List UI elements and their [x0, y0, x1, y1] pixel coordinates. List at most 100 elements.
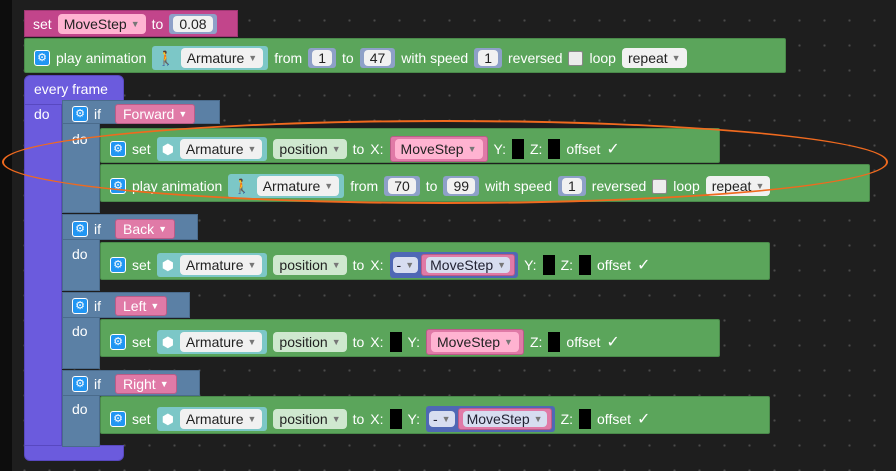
x-label: X: [370, 411, 384, 427]
gear-icon[interactable]: ⚙ [110, 141, 126, 157]
y-variable[interactable]: MoveStep▼ [426, 329, 524, 355]
speed-number[interactable]: 1 [558, 176, 586, 196]
from-number[interactable]: 70 [384, 176, 420, 196]
empty-y-slot[interactable] [511, 139, 524, 159]
condition-dropdown[interactable]: Left ▼ [120, 299, 163, 313]
reversed-label: reversed [591, 178, 647, 194]
play-animation-block[interactable]: ⚙ play animation 🚶 Armature▼ from 70 to … [100, 164, 870, 202]
chevron-down-icon: ▼ [130, 19, 140, 29]
number-field[interactable]: 1 [312, 50, 333, 66]
object-dropdown[interactable]: Armature▼ [179, 255, 263, 275]
to-number[interactable]: 47 [359, 48, 396, 68]
gear-icon[interactable]: ⚙ [110, 257, 126, 273]
object-selector[interactable]: ⬢ Armature▼ [156, 407, 268, 431]
number-field[interactable]: 99 [447, 178, 476, 194]
property-dropdown[interactable]: position▼ [273, 332, 347, 352]
offset-checkbox[interactable]: ✓ [637, 410, 651, 428]
negate-block[interactable]: -▼ MoveStep▼ [426, 406, 555, 432]
empty-x-slot[interactable] [389, 332, 402, 352]
variable-dropdown[interactable]: MoveStep▼ [431, 332, 519, 352]
object-selector[interactable]: ⬢ Armature▼ [156, 253, 268, 277]
property-dropdown[interactable]: position▼ [273, 255, 347, 275]
reversed-checkbox[interactable] [568, 50, 584, 66]
loop-dropdown[interactable]: repeat ▼ [621, 48, 687, 68]
number-field[interactable]: 0.08 [173, 16, 213, 32]
condition-dropdown[interactable]: Right ▼ [120, 377, 172, 391]
negate-dropdown[interactable]: -▼ [429, 411, 455, 427]
gear-icon[interactable]: ⚙ [110, 334, 126, 350]
x-variable[interactable]: MoveStep▼ [389, 136, 488, 162]
do-label: do [72, 246, 88, 262]
empty-z-slot[interactable] [579, 255, 592, 275]
to-number[interactable]: 99 [443, 176, 480, 196]
gear-icon[interactable]: ⚙ [110, 178, 126, 194]
condition-dropdown[interactable]: Back ▼ [120, 221, 171, 237]
speed-number[interactable]: 1 [474, 48, 503, 68]
property-dropdown[interactable]: position▼ [273, 139, 347, 159]
chevron-down-icon: ▼ [671, 53, 681, 63]
set-position-block[interactable]: ⚙ set ⬢ Armature▼ position▼ to X: Y: -▼ … [100, 396, 770, 434]
variable-dropdown[interactable]: MoveStep ▼ [57, 14, 146, 34]
offset-checkbox[interactable]: ✓ [606, 140, 620, 158]
set-position-block[interactable]: ⚙ set ⬢ Armature▼ position▼ to X: -▼ Mov… [100, 242, 770, 280]
y-variable[interactable]: MoveStep▼ [457, 408, 552, 430]
property-name: position [279, 141, 328, 157]
loop-dropdown[interactable]: repeat▼ [705, 176, 771, 196]
reversed-label: reversed [508, 50, 563, 66]
object-selector[interactable]: ⬢ Armature▼ [156, 330, 268, 354]
from-number[interactable]: 1 [308, 48, 337, 68]
empty-y-slot[interactable] [542, 255, 555, 275]
if-label: if [94, 376, 101, 392]
number-field[interactable]: 47 [363, 50, 392, 66]
empty-x-slot[interactable] [389, 409, 402, 429]
object-selector[interactable]: 🚶 Armature▼ [228, 174, 345, 198]
play-animation-block[interactable]: ⚙ play animation 🚶 Armature ▼ from 1 to … [24, 38, 786, 73]
chevron-down-icon: ▼ [331, 414, 341, 424]
object-dropdown[interactable]: Armature▼ [179, 409, 263, 429]
object-dropdown[interactable]: Armature▼ [256, 176, 340, 196]
negate-block[interactable]: -▼ MoveStep▼ [389, 252, 519, 278]
condition-dropdown[interactable]: Forward ▼ [120, 107, 191, 121]
condition-variable[interactable]: Right ▼ [115, 374, 177, 394]
set-variable-block[interactable]: set MoveStep ▼ to 0.08 [24, 10, 238, 37]
condition-variable[interactable]: Back ▼ [115, 219, 176, 239]
x-variable[interactable]: MoveStep▼ [421, 254, 516, 276]
variable-dropdown[interactable]: MoveStep▼ [394, 139, 483, 159]
gear-icon[interactable]: ⚙ [110, 411, 126, 427]
variable-name: MoveStep [466, 411, 530, 427]
offset-checkbox[interactable]: ✓ [637, 256, 651, 274]
chevron-down-icon: ▼ [533, 414, 543, 424]
condition-name: Back [123, 221, 155, 237]
variable-dropdown[interactable]: MoveStep▼ [426, 257, 511, 273]
number-field[interactable]: 70 [388, 178, 416, 194]
gear-icon[interactable]: ⚙ [72, 298, 88, 314]
gear-icon[interactable]: ⚙ [34, 50, 50, 66]
set-label: set [132, 334, 151, 350]
object-dropdown[interactable]: Armature▼ [179, 139, 263, 159]
object-selector[interactable]: 🚶 Armature ▼ [152, 46, 269, 70]
set-position-block[interactable]: ⚙ set ⬢ Armature▼ position▼ to X: Y: Mov… [100, 319, 720, 357]
number-value[interactable]: 0.08 [169, 14, 217, 34]
gear-icon[interactable]: ⚙ [72, 221, 88, 237]
empty-z-slot[interactable] [579, 409, 592, 429]
number-field[interactable]: 1 [562, 178, 582, 194]
empty-z-slot[interactable] [548, 332, 561, 352]
object-selector[interactable]: ⬢ Armature▼ [156, 137, 268, 161]
object-dropdown[interactable]: Armature ▼ [180, 48, 264, 68]
negate-dropdown[interactable]: -▼ [392, 257, 419, 273]
variable-dropdown[interactable]: MoveStep▼ [462, 411, 547, 427]
offset-checkbox[interactable]: ✓ [606, 333, 620, 351]
empty-z-slot[interactable] [548, 139, 561, 159]
object-dropdown[interactable]: Armature▼ [179, 332, 263, 352]
condition-variable[interactable]: Left ▼ [115, 296, 168, 316]
play-animation-label: play animation [56, 50, 147, 66]
do-label: do [72, 131, 88, 147]
set-position-block[interactable]: ⚙ set ⬢ Armature▼ position▼ to X: MoveSt… [100, 128, 720, 163]
set-label: set [132, 257, 151, 273]
reversed-checkbox[interactable] [652, 178, 668, 194]
gear-icon[interactable]: ⚙ [72, 376, 88, 392]
property-dropdown[interactable]: position▼ [273, 409, 347, 429]
gear-icon[interactable]: ⚙ [72, 106, 88, 122]
condition-variable[interactable]: Forward ▼ [115, 104, 196, 124]
number-field[interactable]: 1 [478, 50, 499, 66]
